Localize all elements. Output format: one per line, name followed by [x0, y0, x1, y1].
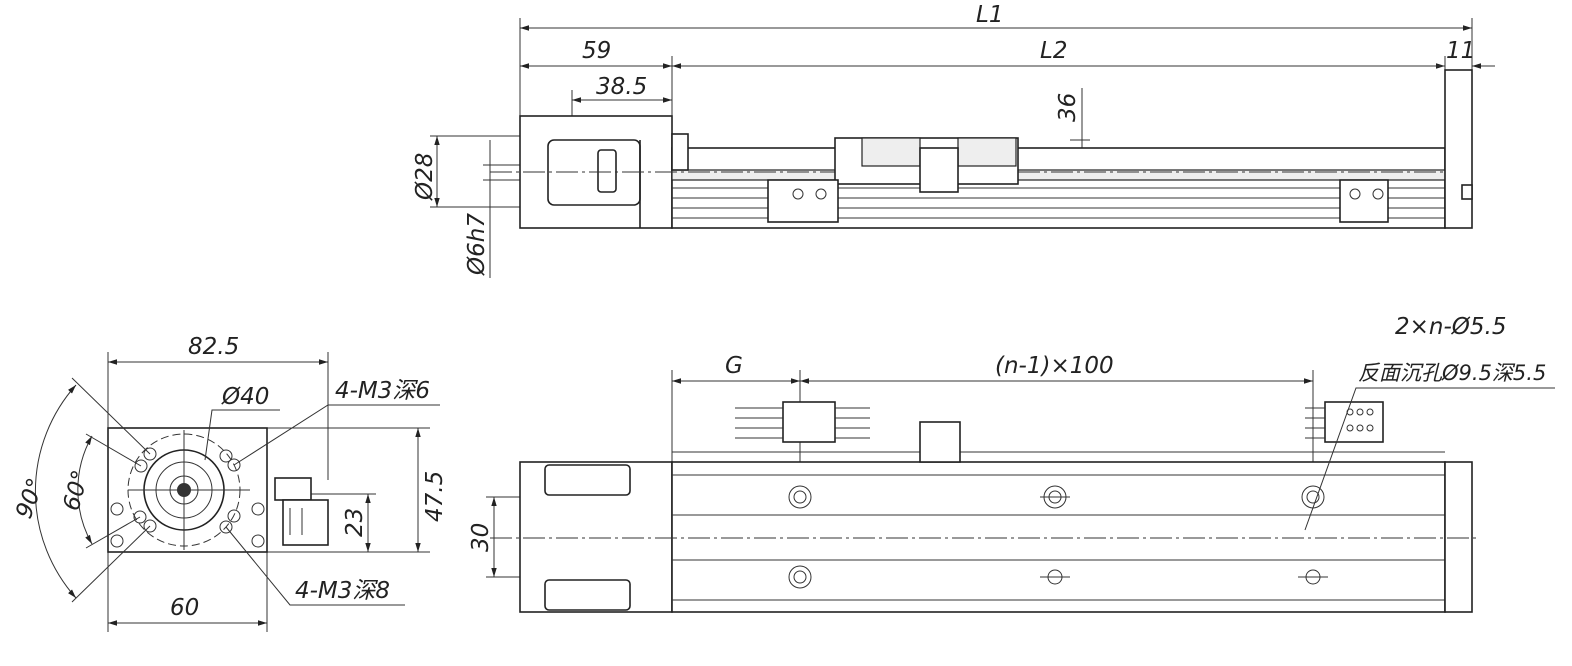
sensor — [1339, 179, 1389, 223]
leader-m3-depth6 — [233, 404, 440, 466]
label-d6h7: Ø6h7 — [464, 213, 490, 276]
label-d28: Ø28 — [412, 153, 438, 201]
label-pitch: (n-1)×100 — [995, 353, 1114, 379]
mounting-holes — [788, 485, 1328, 589]
label-L2: L2 — [1040, 38, 1067, 64]
label-82-5: 82.5 — [188, 334, 239, 360]
label-60: 60 — [170, 595, 199, 621]
label-L1: L1 — [976, 2, 1003, 28]
label-47-5: 47.5 — [422, 471, 448, 522]
sensors — [735, 401, 1384, 443]
flange-holes — [110, 447, 265, 548]
label-m3-depth6: 4-M3深6 — [335, 378, 430, 404]
angle-60-arc — [77, 435, 93, 545]
sensor — [767, 179, 839, 223]
module-body — [671, 461, 1446, 613]
label-90-deg: 90° — [11, 475, 49, 522]
side-view: L1 59 L2 11 38.5 36 Ø28 Ø6h7 — [412, 2, 1495, 278]
label-36: 36 — [1055, 93, 1081, 122]
label-38-5: 38.5 — [596, 74, 647, 100]
leader-m3-depth8 — [225, 526, 405, 606]
label-30: 30 — [468, 523, 494, 552]
end-plate — [1444, 461, 1473, 613]
label-60-deg: 60° — [59, 467, 95, 513]
label-holes: 2×n-Ø5.5 — [1395, 314, 1506, 340]
leader-d40 — [204, 409, 280, 461]
label-counterbore: 反面沉孔Ø9.5深5.5 — [1358, 361, 1546, 385]
bottom-view: G (n-1)×100 2×n-Ø5.5 反面沉孔Ø9.5深5.5 30 — [468, 314, 1555, 613]
coupling — [597, 149, 617, 193]
angle-90-arc — [34, 384, 77, 599]
end-view: 82.5 Ø40 4-M3深6 47.5 23 4-M3深8 60 90° 60… — [11, 334, 448, 632]
label-23: 23 — [342, 508, 368, 537]
label-m3-depth8: 4-M3深8 — [295, 578, 390, 604]
label-G: G — [725, 353, 743, 379]
label-d40: Ø40 — [221, 384, 269, 410]
leader-counterbore — [1304, 387, 1555, 531]
label-11: 11 — [1446, 38, 1475, 64]
end-plate — [1444, 69, 1473, 229]
label-59: 59 — [582, 38, 611, 64]
